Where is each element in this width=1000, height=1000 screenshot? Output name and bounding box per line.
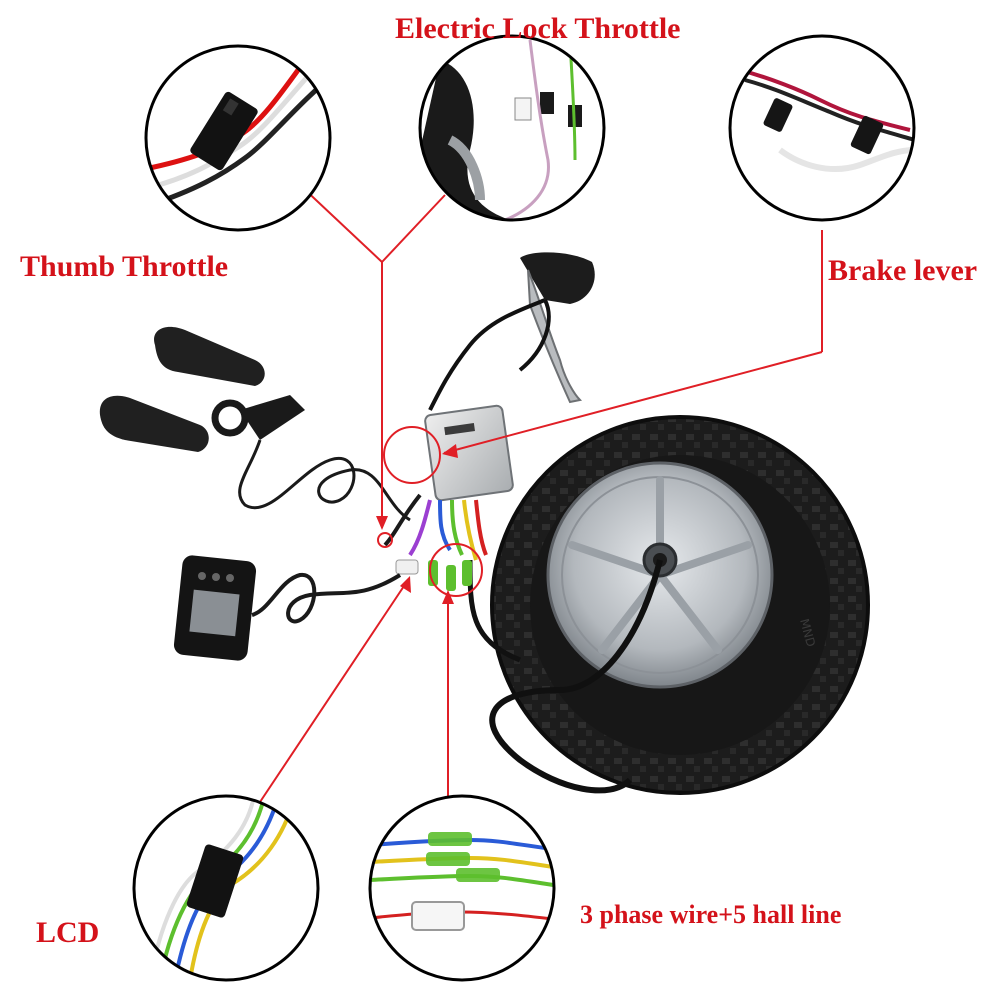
- lcd-connector: [186, 844, 244, 918]
- detail-circle-electric-lock-throttle: [418, 34, 606, 222]
- detail-circle-brake-lever: [728, 34, 916, 222]
- hub-motor-wheel: MND: [489, 415, 870, 795]
- leader-lines: [257, 184, 823, 806]
- brake-lever: [428, 252, 595, 411]
- detail-circle-lcd: [132, 794, 320, 982]
- label-phase-hall: 3 phase wire+5 hall line: [580, 900, 842, 929]
- jst-connector: [190, 91, 258, 171]
- hall-connector: [411, 901, 465, 931]
- thumb-throttle: [211, 395, 411, 522]
- detail-circle-phase-hall: [368, 794, 556, 982]
- label-lcd: LCD: [36, 916, 100, 949]
- handle-grips: [99, 326, 265, 452]
- detail-circle-thumb-throttle: [144, 44, 332, 232]
- lcd-display: [173, 555, 402, 661]
- highlight-circles: [377, 426, 483, 597]
- controller: [383, 404, 521, 663]
- label-electric-lock-throttle: Electric Lock Throttle: [395, 12, 681, 45]
- label-brake-lever: Brake lever: [828, 254, 978, 287]
- label-thumb-throttle: Thumb Throttle: [20, 250, 229, 283]
